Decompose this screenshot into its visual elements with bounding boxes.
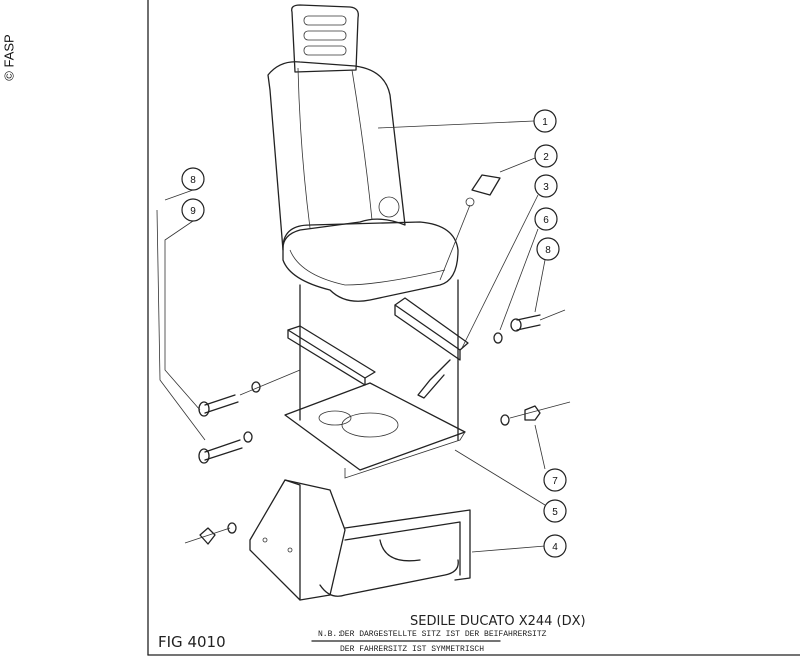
callout-3: 3 [534,174,558,198]
callout-7: 7 [543,468,567,492]
note-prefix: N.B.: [318,630,342,639]
seat-rail-right [394,297,469,399]
seat-base-plate [284,382,466,479]
callout-1: 1 [533,109,557,133]
callout-9: 9 [181,198,205,222]
svg-text:1: 1 [542,117,548,128]
callout-5: 5 [543,499,567,523]
seat-pedestal-frame [249,479,471,601]
seat-rail-left [287,325,376,386]
seat-cushion [282,221,459,441]
callout-4: 4 [543,534,567,558]
svg-text:8: 8 [545,245,551,256]
figure-label: FIG 4010 [158,633,226,651]
bolts-and-washers [198,314,541,545]
headrest [291,4,359,73]
svg-text:9: 9 [190,206,196,217]
callout-8-left: 8 [181,167,205,191]
leader-lines [156,120,571,553]
seat-backrest [267,61,406,251]
note-line-1: DER DARGESTELLTE SITZ IST DER BEIFAHRERS… [340,630,547,639]
svg-text:7: 7 [552,476,558,487]
callout-8-right: 8 [536,237,560,261]
belt-buckle [439,174,501,281]
svg-text:3: 3 [543,182,549,193]
callout-6: 6 [534,207,558,231]
svg-text:4: 4 [552,542,558,553]
note-line-2: DER FAHRERSITZ IST SYMMETRISCH [340,645,484,654]
svg-text:2: 2 [543,152,549,163]
svg-text:5: 5 [552,507,558,518]
callout-2: 2 [534,144,558,168]
svg-text:8: 8 [190,175,196,186]
svg-text:6: 6 [543,215,549,226]
drawing-title: SEDILE DUCATO X244 (DX) [410,614,586,629]
